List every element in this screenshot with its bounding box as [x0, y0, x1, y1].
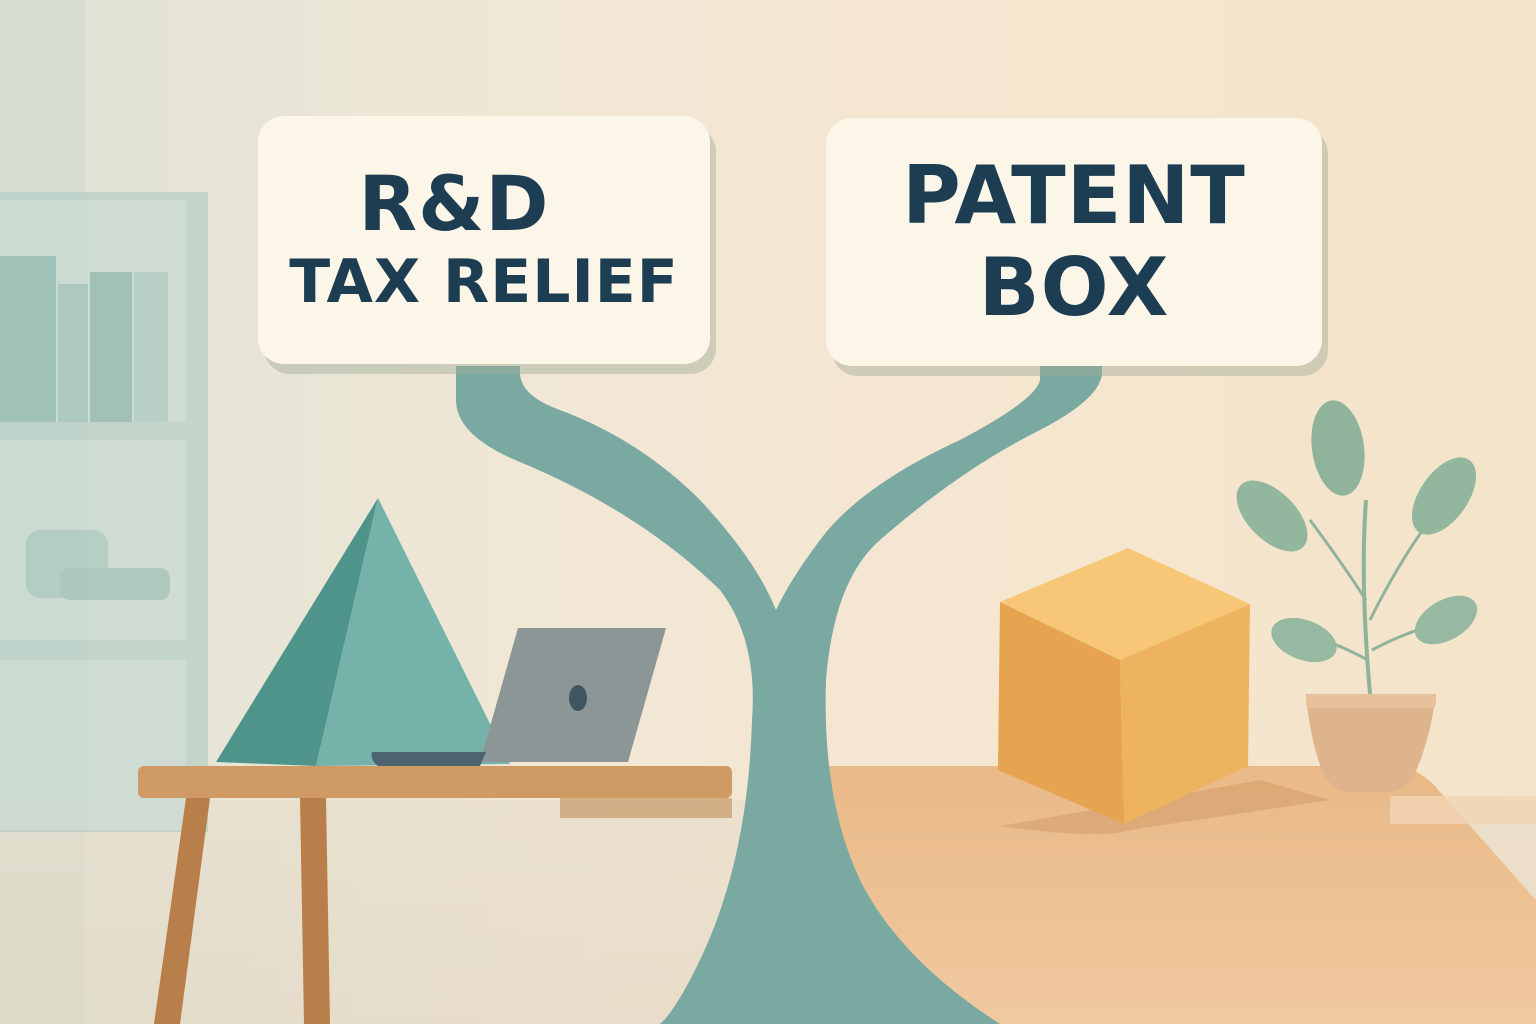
- potted-plant: [1236, 400, 1478, 792]
- sign-right-line1: PATENT: [902, 149, 1246, 242]
- sign-left-line1: R&D: [358, 159, 550, 248]
- pyramid-shape: [216, 498, 510, 766]
- sign-right-line2: BOX: [978, 241, 1170, 334]
- forked-tree-trunk: [456, 366, 1102, 1024]
- bookshelf: [0, 192, 208, 832]
- rd-tax-relief-sign: R&D TAX RELIEF: [258, 116, 710, 364]
- right-table: [760, 766, 1536, 1024]
- sign-left-line2: TAX RELIEF: [289, 247, 679, 317]
- patent-box-sign: PATENT BOX: [826, 118, 1322, 366]
- laptop-icon: [371, 628, 666, 766]
- left-table: [138, 766, 732, 1024]
- right-shelf-edge: [1390, 796, 1536, 824]
- cube-box: [998, 548, 1330, 835]
